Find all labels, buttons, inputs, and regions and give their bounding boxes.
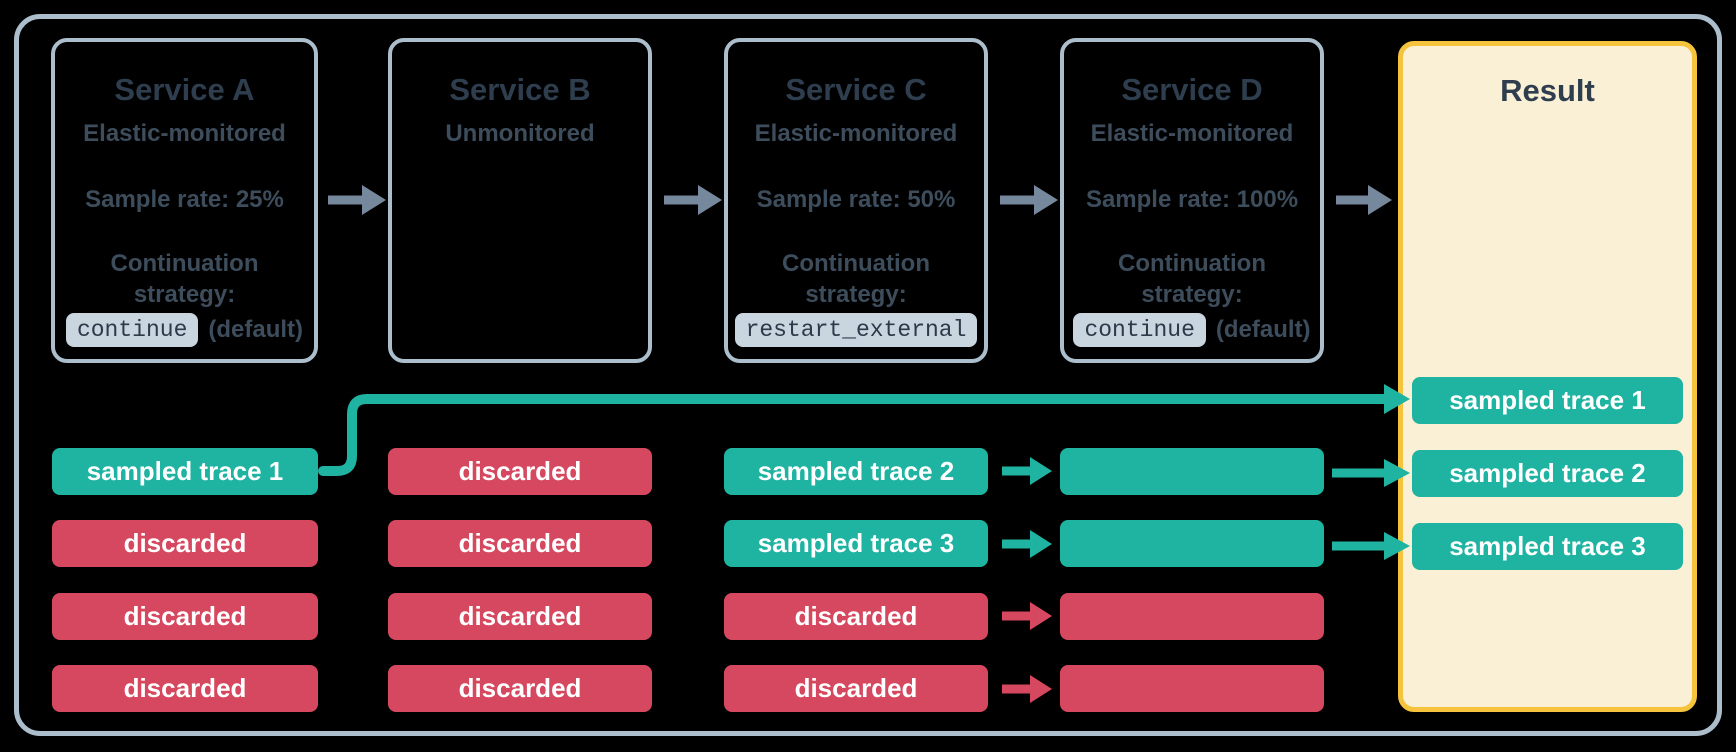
trace-chip-d-discarded-blank-2 bbox=[1060, 665, 1324, 712]
service-c-strategy-code-chip: restart_external bbox=[734, 313, 978, 347]
service-c-monitoring: Elastic-monitored bbox=[754, 120, 958, 147]
trace-chip-c-sampled-trace-2: sampled trace 2 bbox=[724, 448, 988, 495]
service-d-strategy-note: (default) bbox=[1215, 316, 1311, 343]
service-c-box: Service C Elastic-monitored Sample rate:… bbox=[724, 38, 988, 363]
diagram-outer-frame bbox=[14, 14, 1722, 736]
service-b-monitoring: Unmonitored bbox=[445, 120, 595, 147]
service-a-strategy-row: continue (default) bbox=[59, 313, 310, 347]
trace-chip-d-sampled-blank-2 bbox=[1060, 520, 1324, 567]
service-a-strategy-note: (default) bbox=[208, 316, 304, 343]
service-d-box: Service D Elastic-monitored Sample rate:… bbox=[1060, 38, 1324, 363]
service-a-sample-rate: Sample rate: 25% bbox=[85, 186, 284, 213]
trace-chip-c-discarded-2: discarded bbox=[724, 665, 988, 712]
result-box: Result sampled trace 1 sampled trace 2 s… bbox=[1398, 41, 1697, 712]
service-b-title: Service B bbox=[449, 72, 591, 107]
trace-chip-a-discarded-1: discarded bbox=[52, 520, 318, 567]
trace-chip-b-discarded-2: discarded bbox=[388, 520, 652, 567]
trace-chip-c-sampled-trace-3: sampled trace 3 bbox=[724, 520, 988, 567]
service-d-title: Service D bbox=[1121, 72, 1263, 107]
service-a-strategy-code-chip: continue bbox=[65, 313, 199, 347]
trace-chip-a-sampled-trace-1: sampled trace 1 bbox=[52, 448, 318, 495]
trace-chip-b-discarded-1: discarded bbox=[388, 448, 652, 495]
service-d-monitoring: Elastic-monitored bbox=[1090, 120, 1294, 147]
service-d-strategy-code-chip: continue bbox=[1073, 313, 1206, 347]
service-c-title: Service C bbox=[785, 72, 927, 107]
service-a-continuation-label: Continuation strategy: bbox=[110, 250, 259, 308]
service-a-box: Service A Elastic-monitored Sample rate:… bbox=[51, 38, 318, 363]
trace-chip-b-discarded-3: discarded bbox=[388, 593, 652, 640]
result-chip-sampled-trace-1: sampled trace 1 bbox=[1412, 377, 1683, 424]
trace-chip-d-discarded-blank-1 bbox=[1060, 593, 1324, 640]
trace-chip-d-sampled-blank-1 bbox=[1060, 448, 1324, 495]
trace-chip-a-discarded-2: discarded bbox=[52, 593, 318, 640]
service-c-continuation-label: Continuation strategy: bbox=[782, 250, 930, 308]
service-b-box: Service B Unmonitored bbox=[388, 38, 652, 363]
result-title: Result bbox=[1500, 73, 1595, 108]
trace-chip-a-discarded-3: discarded bbox=[52, 665, 318, 712]
service-d-sample-rate: Sample rate: 100% bbox=[1085, 186, 1299, 213]
trace-chip-b-discarded-4: discarded bbox=[388, 665, 652, 712]
service-c-sample-rate: Sample rate: 50% bbox=[756, 186, 956, 213]
service-a-title: Service A bbox=[114, 72, 255, 107]
service-d-strategy-row: continue (default) bbox=[1068, 313, 1316, 347]
service-a-monitoring: Elastic-monitored bbox=[83, 120, 286, 147]
trace-chip-c-discarded-1: discarded bbox=[724, 593, 988, 640]
service-d-continuation-label: Continuation strategy: bbox=[1118, 250, 1266, 308]
result-chip-sampled-trace-2: sampled trace 2 bbox=[1412, 450, 1683, 497]
service-c-strategy-row: restart_external bbox=[732, 313, 980, 347]
result-chip-sampled-trace-3: sampled trace 3 bbox=[1412, 523, 1683, 570]
